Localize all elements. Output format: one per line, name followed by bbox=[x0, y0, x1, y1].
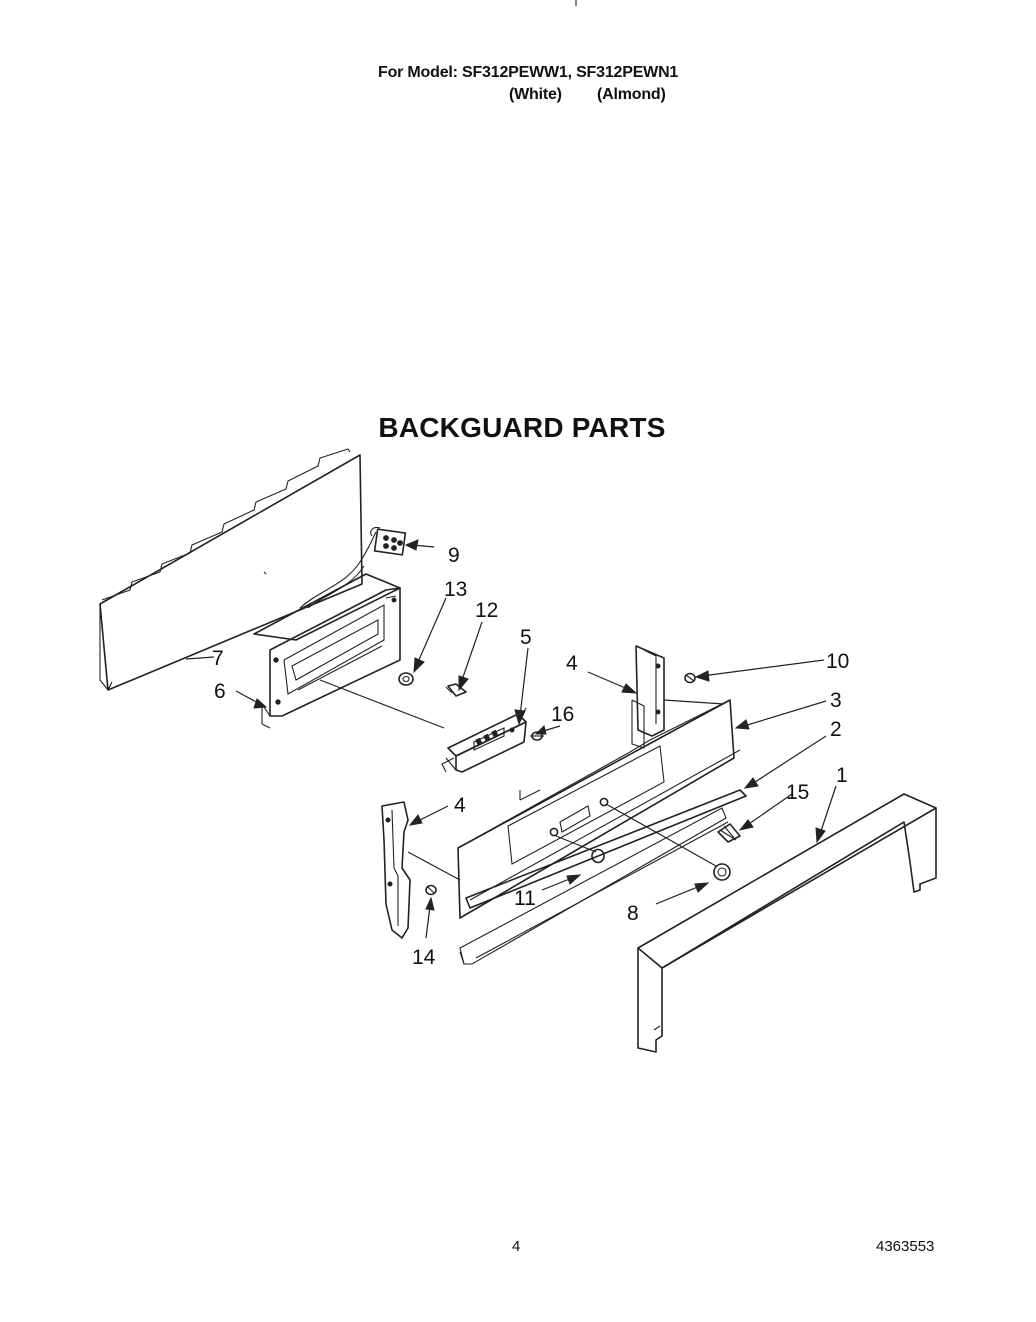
callout-2: 2 bbox=[830, 718, 842, 741]
callout-6: 6 bbox=[214, 680, 226, 703]
callout-12: 12 bbox=[475, 599, 498, 622]
callout-3: 3 bbox=[830, 689, 842, 712]
page-number: 4 bbox=[512, 1238, 521, 1255]
callout-9: 9 bbox=[448, 544, 460, 567]
part-2-trim-strip bbox=[459, 789, 747, 965]
color-white-label: (White) bbox=[509, 86, 562, 103]
part-6-control-housing bbox=[253, 573, 445, 729]
callout-10: 10 bbox=[826, 650, 849, 673]
part-4-left-bracket bbox=[381, 801, 461, 939]
part-11-knob bbox=[555, 835, 605, 864]
part-16-spacer bbox=[530, 731, 544, 741]
part-9-wire-harness bbox=[299, 526, 407, 609]
color-almond-label: (Almond) bbox=[597, 86, 666, 103]
part-8-knob bbox=[605, 803, 731, 881]
part-5-control-module bbox=[441, 707, 527, 773]
callout-16: 16 bbox=[551, 703, 574, 726]
callout-4-right: 4 bbox=[566, 652, 578, 675]
callout-13: 13 bbox=[444, 578, 467, 601]
callout-1: 1 bbox=[836, 764, 848, 787]
diagram-title: BACKGUARD PARTS bbox=[378, 412, 666, 443]
callout-4-left: 4 bbox=[454, 794, 466, 817]
callout-11: 11 bbox=[514, 887, 536, 910]
callout-leaders bbox=[185, 539, 837, 939]
callout-14: 14 bbox=[412, 946, 436, 969]
part-12-screw bbox=[445, 683, 467, 697]
callout-15: 15 bbox=[786, 781, 809, 804]
part-10-screw bbox=[684, 672, 696, 684]
callout-7: 7 bbox=[212, 647, 224, 670]
document-number: 4363553 bbox=[876, 1238, 935, 1255]
part-13-clip bbox=[398, 672, 414, 686]
part-1-end-cap bbox=[637, 793, 937, 1053]
part-14-screw bbox=[425, 884, 437, 896]
callout-5: 5 bbox=[520, 626, 532, 649]
part-3-control-panel bbox=[457, 699, 741, 919]
callout-8: 8 bbox=[627, 902, 639, 925]
part-4-right-bracket bbox=[631, 645, 725, 749]
callout-labels: 9 13 12 5 4 10 7 6 3 16 2 1 15 4 11 8 14 bbox=[212, 544, 849, 969]
part-7-rear-panel bbox=[99, 448, 363, 691]
part-15-screw bbox=[717, 823, 741, 843]
model-line: For Model: SF312PEWW1, SF312PEWN1 bbox=[378, 64, 679, 81]
